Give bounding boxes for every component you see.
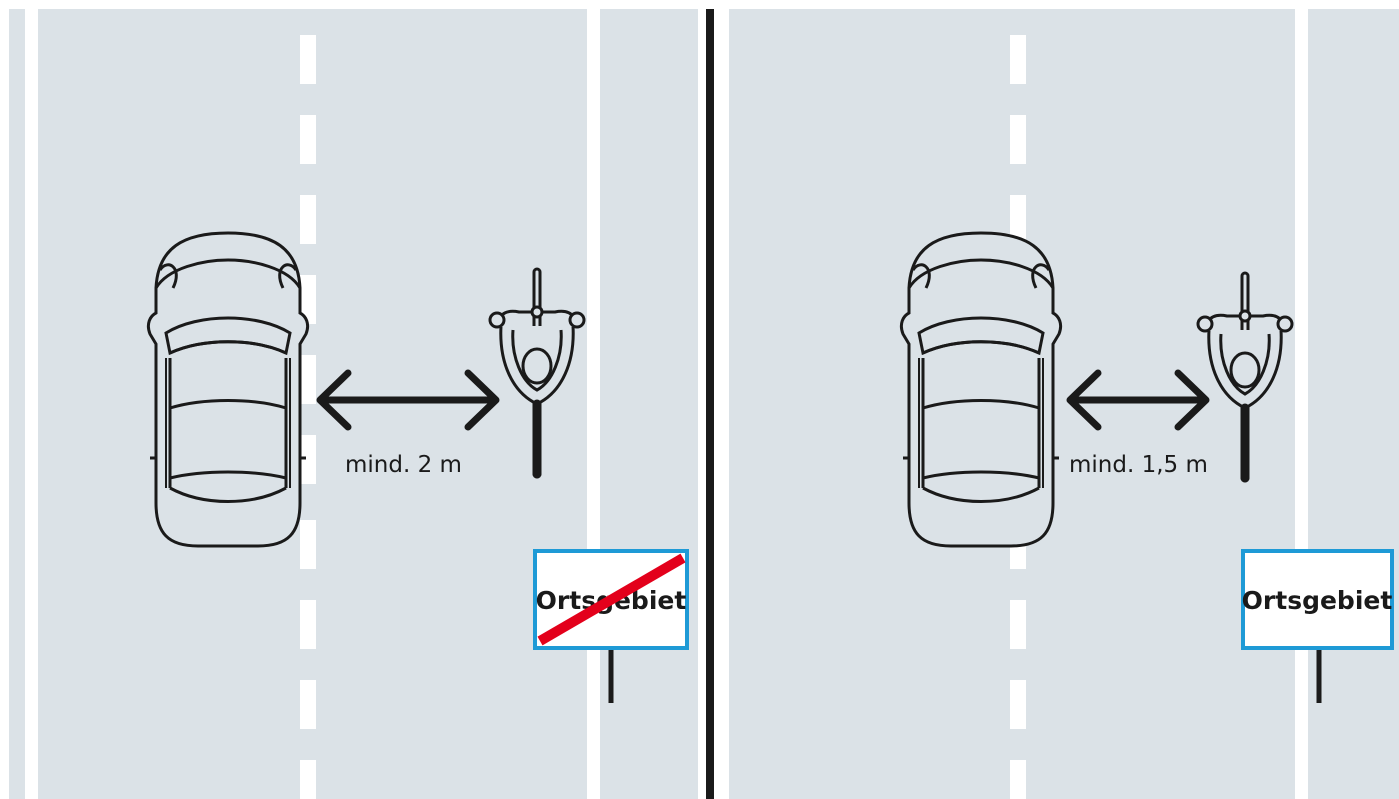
car-icon — [148, 233, 307, 546]
sign-text: Ortsgebiet — [1242, 586, 1393, 615]
distance-label: mind. 2 m — [345, 452, 462, 478]
panel-inside-town: mind. 1,5 m Ortsgebiet — [729, 9, 1399, 799]
road-edge-line-right — [587, 9, 600, 799]
panel-divider — [706, 9, 714, 799]
road-edge-line-right — [1295, 9, 1308, 799]
car-icon — [901, 233, 1060, 546]
distance-label: mind. 1,5 m — [1069, 452, 1208, 478]
panel-outside-town: mind. 2 m Ortsgebiet — [9, 9, 698, 799]
road-edge-line-left — [25, 9, 38, 799]
